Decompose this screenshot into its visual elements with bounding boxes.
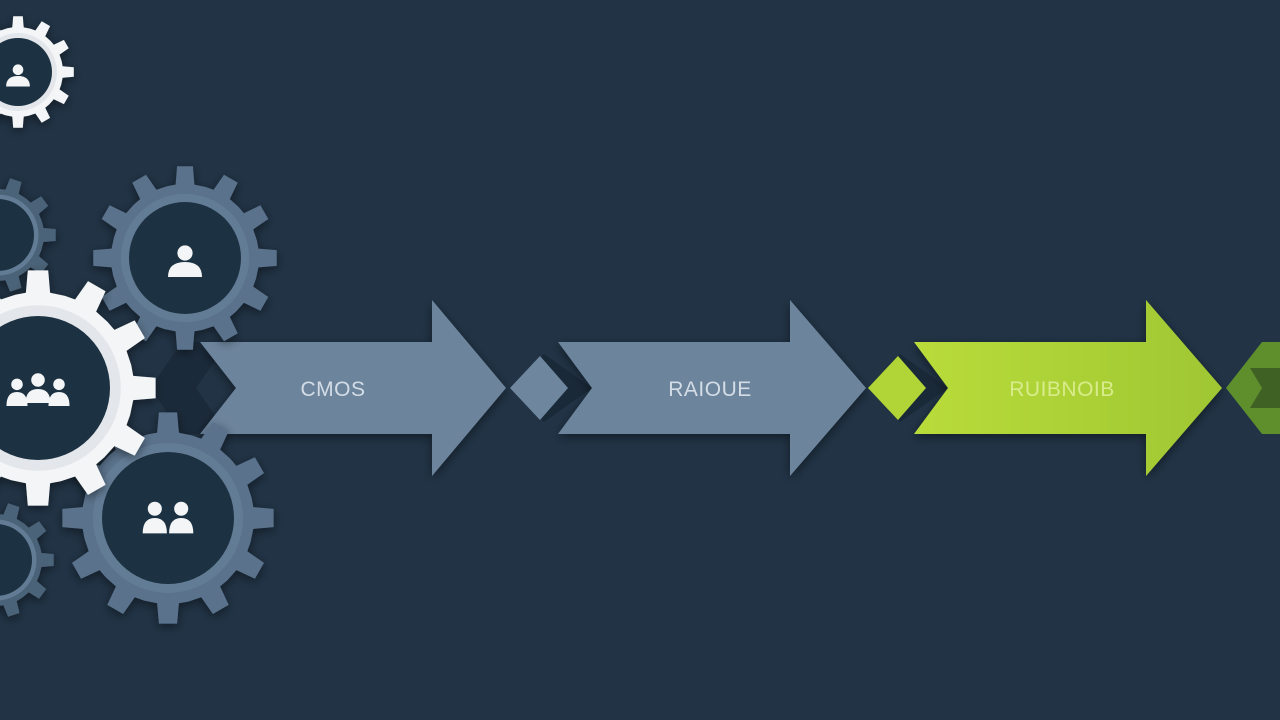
step-1-label: CMOS [301, 378, 366, 401]
gear-cluster [0, 16, 277, 624]
step-1-diamond [510, 356, 568, 420]
gear-top [0, 16, 74, 128]
trailing-chevron [1226, 342, 1280, 434]
step-3-label: RUIBNOIB [1009, 378, 1115, 401]
gear-edge-upper [0, 178, 56, 292]
chevron-connector-1 [150, 342, 228, 434]
step-2-diamond [868, 356, 926, 420]
user-icon [168, 245, 202, 277]
pair-users-icon [142, 501, 194, 534]
gear-edge-lower [0, 503, 54, 617]
arrow-chain: CMOS RAIOUE RUIBNOIB [150, 300, 1280, 476]
step-3-arrow [914, 300, 1222, 476]
step-2-arrow [558, 300, 866, 476]
gear-lower [62, 412, 274, 624]
trailing-chevron-dark [1250, 368, 1280, 408]
step-2-label: RAIOUE [668, 378, 752, 401]
group-icon [6, 373, 70, 406]
step-1-arrow [200, 300, 506, 476]
user-icon [6, 64, 30, 87]
